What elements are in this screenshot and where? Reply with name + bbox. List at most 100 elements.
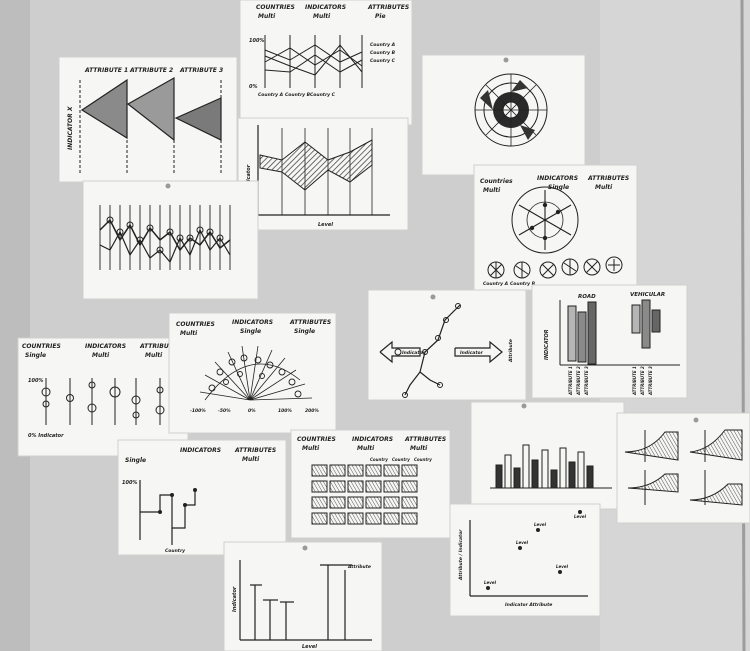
- axis-tick: ATTRIBUTE 3: [648, 366, 653, 396]
- push-pin: [165, 183, 171, 189]
- axis-label: Attribute: [508, 339, 514, 363]
- card-heading: INDICATORS: [85, 343, 126, 350]
- axis-tick: ATTRIBUTE 1: [568, 366, 573, 396]
- sketch-card-area-band: indicator Level: [237, 117, 409, 231]
- sketch-card-step-lines: INDICATORS Single ATTRIBUTES Multi 100% …: [117, 439, 287, 556]
- card-subheading: Multi: [92, 352, 110, 359]
- axis-label: Country A: [258, 92, 284, 98]
- card-heading: ATTRIBUTES: [289, 319, 331, 326]
- sketch-card-triangles: ATTRIBUTE 1 ATTRIBUTE 2 ATTRIBUTE 3 INDI…: [58, 56, 238, 183]
- card-heading: ROAD: [578, 294, 596, 300]
- card-subheading: Multi: [410, 445, 428, 452]
- card-heading: ATTRIBUTES: [234, 447, 276, 454]
- card-heading: INDICATORS: [537, 175, 578, 182]
- push-pin: [521, 403, 527, 409]
- axis-label: Indicator Attribute: [505, 602, 552, 608]
- card-subheading: Multi: [145, 352, 163, 359]
- sketch-card-bubble-columns: COUNTRIES Single INDICATORS Multi ATTRIB…: [17, 337, 189, 457]
- axis-label: Level: [302, 644, 317, 650]
- point-label: Level: [484, 580, 497, 585]
- card-subheading: Single: [240, 328, 261, 335]
- axis-tick: 100%: [278, 408, 292, 414]
- axis-tick: ATTRIBUTE 1: [632, 366, 637, 396]
- legend-entry: Country B: [370, 50, 396, 56]
- axis-label: INDICATOR X: [67, 106, 74, 150]
- sketch-card-radial: [421, 54, 586, 176]
- card-heading: ATTRIBUTE 2: [129, 67, 173, 74]
- card-heading: ATTRIBUTES: [139, 343, 181, 350]
- axis-tick: 0% Indicator: [28, 433, 64, 439]
- card-heading: INDICATORS: [352, 436, 393, 443]
- point-label: Level: [556, 564, 569, 569]
- card-subheading: Multi: [357, 445, 375, 452]
- sketch-card-bar-sketch: [470, 401, 625, 510]
- small-multiple-label: Country A: [483, 281, 509, 287]
- sketch-card-grouped-bars: ROAD VEHICULAR INDICATOR ATTRIBUTE 1 ATT…: [531, 284, 688, 399]
- card-subheading: Multi: [258, 13, 276, 20]
- legend-entry: Country A: [370, 42, 396, 48]
- axis-label: INDICATOR: [544, 329, 550, 360]
- arrow-label: Indicator: [402, 350, 426, 356]
- sketch-card-fan: COUNTRIES Multi INDICATORS Single ATTRIB…: [168, 312, 337, 434]
- sketch-card-beaded-lines: [82, 180, 259, 300]
- axis-tick: 200%: [305, 408, 319, 414]
- card-heading: ATTRIBUTES: [404, 436, 446, 443]
- point-label: Level: [574, 514, 587, 519]
- card-heading: INDICATORS: [180, 447, 221, 454]
- axis-tick: -100%: [190, 408, 206, 414]
- card-heading: COUNTRIES: [297, 436, 336, 443]
- card-subheading: Single: [294, 328, 315, 335]
- arrow-label: Indicator: [460, 350, 484, 356]
- axis-tick: 0%: [248, 408, 256, 414]
- card-heading: COUNTRIES: [176, 321, 215, 328]
- card-heading: Countries: [480, 178, 513, 185]
- push-pin: [430, 294, 436, 300]
- table-column-header: Country: [414, 457, 432, 462]
- card-subheading: Multi: [595, 184, 613, 191]
- card-subheading: Multi: [313, 13, 331, 20]
- push-pin: [693, 417, 699, 423]
- axis-tick: ATTRIBUTE 2: [640, 366, 645, 396]
- table-column-header: Country: [392, 457, 410, 462]
- card-subheading: Multi: [242, 456, 260, 463]
- legend-entry: Country C: [370, 58, 396, 64]
- axis-label: Attribute / Indicator: [458, 529, 464, 581]
- axis-label: indicator: [246, 164, 252, 190]
- card-heading: VEHICULAR: [630, 292, 665, 298]
- axis-label: Level: [318, 222, 333, 228]
- card-subheading: Multi: [180, 330, 198, 337]
- push-pin: [503, 57, 509, 63]
- axis-tick: 100%: [28, 378, 43, 384]
- card-subheading: Multi: [483, 187, 501, 194]
- sketch-card-parallel-coordinates: COUNTRIES Multi INDICATORS Multi ATTRIBU…: [239, 0, 413, 126]
- card-heading: INDICATORS: [305, 4, 346, 11]
- axis-label: Country C: [310, 92, 336, 98]
- card-heading: ATTRIBUTE 1: [84, 67, 128, 74]
- point-label: Level: [516, 540, 529, 545]
- axis-tick: -50%: [218, 408, 231, 414]
- card-subheading: Pie: [375, 13, 386, 20]
- point-label: Level: [534, 522, 547, 527]
- axis-label: Country B: [285, 92, 311, 98]
- card-subheading: Multi: [302, 445, 320, 452]
- sketch-card-lollipops: Indicator Level Attribute: [223, 541, 383, 651]
- wall-shadow-left: [0, 0, 30, 651]
- sketch-card-arrows: Indicator Indicator Attribute: [367, 289, 527, 401]
- sketch-card-radar: Countries Multi INDICATORS Single ATTRIB…: [473, 164, 638, 291]
- annotation: Attribute: [347, 564, 371, 570]
- push-pin: [302, 545, 308, 551]
- axis-label: Indicator: [232, 586, 238, 612]
- sketch-card-curves: [616, 412, 750, 524]
- card-subheading: Single: [548, 184, 569, 191]
- card-heading: INDICATORS: [232, 319, 273, 326]
- sketch-card-scatter: Attribute / Indicator Indicator Attribut…: [449, 503, 601, 617]
- axis-tick: ATTRIBUTE 2: [576, 366, 581, 396]
- wall-seam: [740, 0, 746, 651]
- axis-tick: 100%: [249, 38, 264, 44]
- card-heading: COUNTRIES: [22, 343, 61, 350]
- card-heading: ATTRIBUTES: [587, 175, 629, 182]
- table-column-header: Country: [370, 457, 388, 462]
- axis-tick: 0%: [249, 84, 258, 90]
- axis-tick: ATTRIBUTE 3: [584, 366, 589, 396]
